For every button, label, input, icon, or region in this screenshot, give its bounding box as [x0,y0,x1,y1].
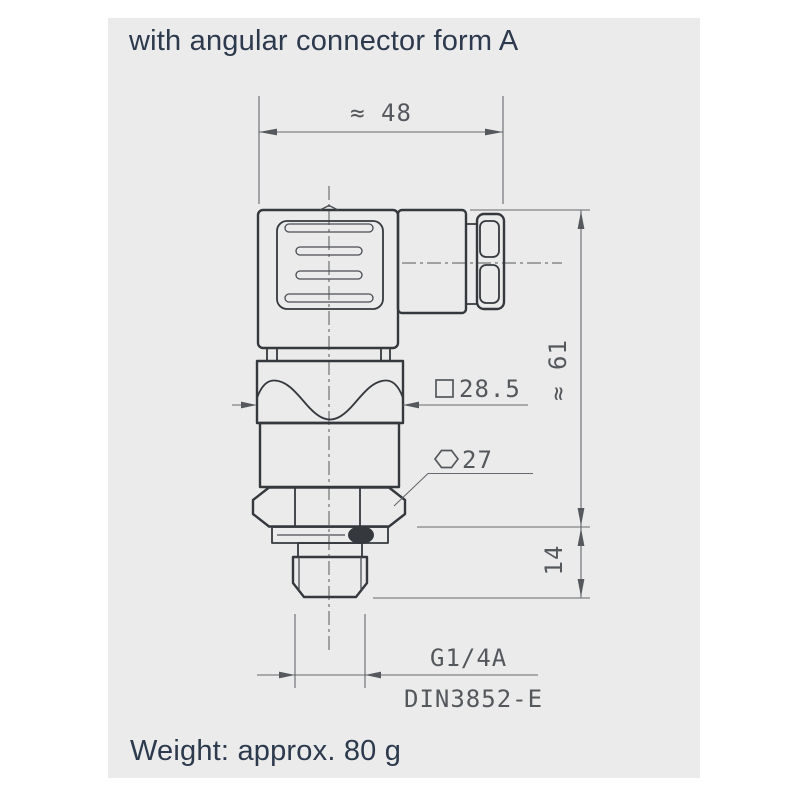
gland-upper-ring [479,220,500,258]
hexagon-symbol-icon [433,449,460,469]
dimension-label-width: ≈ 48 [350,99,412,127]
arrow-right-icon [241,401,257,409]
arrow-up-icon [577,528,585,546]
thread-stud [291,542,369,599]
connector-adapter [266,347,391,362]
vent-slot [284,223,374,233]
vent-panel [276,220,384,310]
gland-nut [475,212,506,311]
body-corner-curve [256,379,404,421]
arrow-left-icon [403,401,419,409]
extension-lines [294,614,366,688]
extension-lines [373,209,590,599]
arrow-right-icon [485,128,503,136]
seal-ring [348,526,374,544]
arrow-left-icon [365,671,381,679]
arrow-right-icon [279,671,295,679]
hex-facet-lines [294,487,361,527]
page-title: with angular connector form A [129,25,519,57]
arrow-down-icon [577,579,585,597]
centerlines [328,186,562,652]
arrow-up-icon [577,211,585,229]
arrow-down-icon [577,508,585,526]
housing-seam-mark [319,204,339,211]
dimension-label-thread-type: G1/4A [430,644,507,672]
dimension-label-height: ≈ 61 [544,339,572,401]
connector-side-box [396,208,468,315]
thread-collar [297,542,363,558]
sensor-body [255,359,405,489]
vent-slot [295,246,363,256]
dimension-thread: G1/4A DIN3852-E [257,614,543,713]
arrow-left-icon [259,128,277,136]
leader-line [393,472,533,507]
weight-note: Weight: approx. 80 g [130,735,402,767]
dimension-overall-width: ≈ 48 [258,96,504,204]
hex-nut-outline [251,486,407,528]
dimension-label-thread-length: 14 [540,545,568,576]
gland-neck [465,223,478,305]
vent-slot [295,270,363,280]
dimension-label-square: 28.5 [459,375,521,403]
extension-lines [258,96,504,204]
dimension-label-thread-standard: DIN3852-E [404,685,543,713]
dimension-overall-height: ≈ 61 14 [373,209,590,599]
dimension-hex: 27 [393,446,533,507]
dimension-label-hex: 27 [462,446,493,474]
dimension-square-body: 28.5 [232,375,528,409]
seal-washer [271,526,389,544]
thread-outline [291,555,369,599]
hex-nut [251,486,407,528]
square-body-section [255,359,405,425]
square-symbol-icon [435,379,454,398]
gland-lower-ring [479,264,500,304]
connector [256,204,506,362]
cable-gland [465,212,506,311]
thread-lines [298,557,362,590]
vent-slot [284,293,374,303]
